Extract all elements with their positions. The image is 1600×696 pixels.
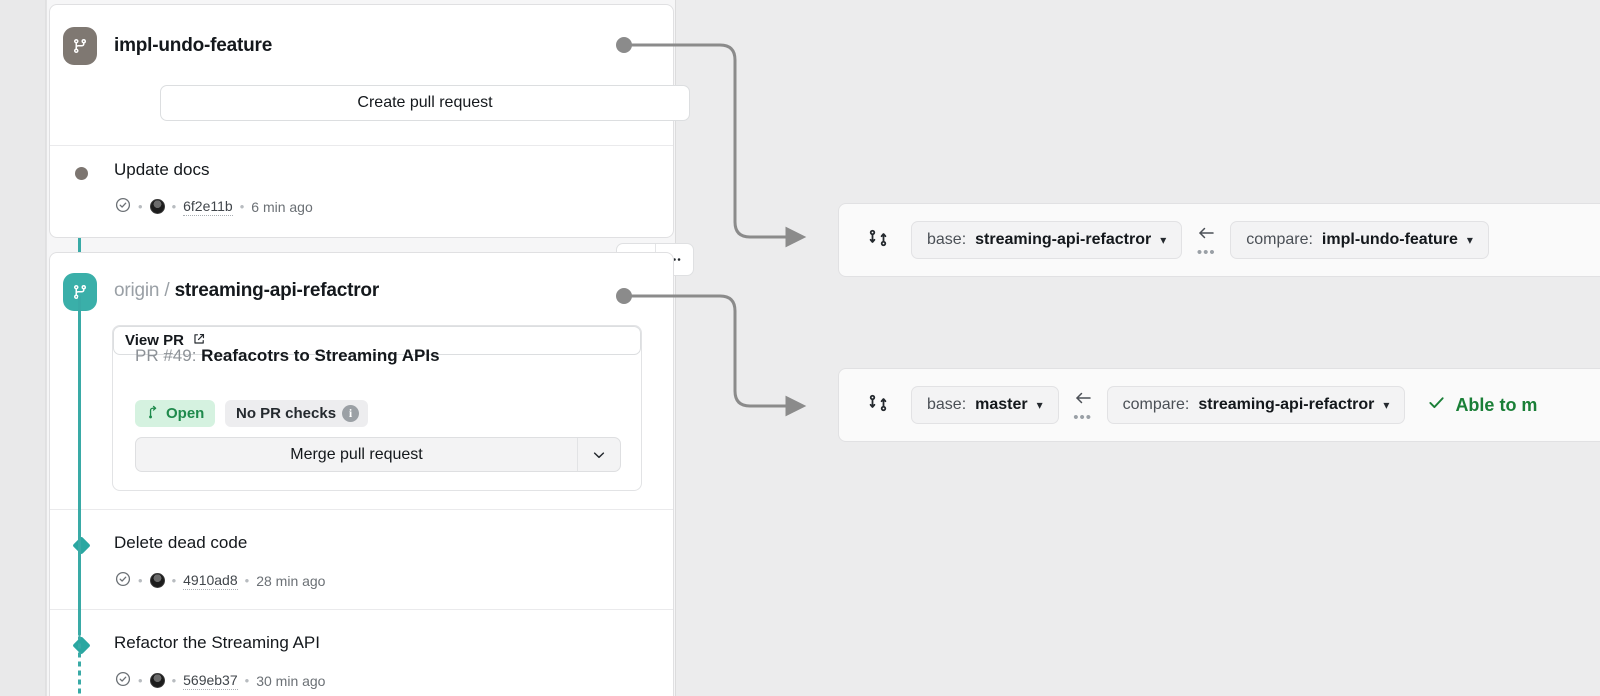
branch-remote-label: origin — [114, 280, 160, 301]
commit-title[interactable]: Update docs — [114, 160, 210, 179]
commit-sha[interactable]: 569eb37 — [183, 671, 238, 690]
view-pr-button[interactable]: View PR — [113, 326, 641, 355]
commit-sha[interactable]: 6f2e11b — [183, 197, 233, 216]
arrow-left-icon — [1195, 223, 1217, 248]
merge-pull-request-button-group: Merge pull request — [135, 437, 621, 472]
compare-branch-value: impl-undo-feature — [1321, 231, 1458, 248]
status-badge-open: Open — [135, 400, 216, 427]
base-branch-dropdown[interactable]: base: streaming-api-refactror ▾ — [911, 221, 1183, 259]
status-badge-checks-label: No PR checks — [236, 405, 337, 422]
commit-title[interactable]: Delete dead code — [114, 533, 248, 552]
branch-rail-continues — [78, 636, 81, 696]
base-branch-dropdown[interactable]: base: master ▾ — [911, 386, 1059, 424]
commit-title[interactable]: Refactor the Streaming API — [114, 633, 320, 652]
merge-pull-request-button[interactable]: Merge pull request — [290, 445, 423, 463]
branch-card-local: impl-undo-feature Create pull request Up… — [49, 4, 690, 238]
divider — [50, 609, 673, 610]
meta-separator: • — [171, 673, 177, 688]
direction-dots: ••• — [1196, 244, 1216, 261]
panel-gutter — [0, 0, 46, 696]
direction-dots: ••• — [1073, 409, 1093, 426]
compare-branch-dropdown[interactable]: compare: impl-undo-feature ▾ — [1230, 221, 1489, 259]
compare-canvas — [677, 0, 1600, 696]
branch-name-origin[interactable]: origin / streaming-api-refactror — [114, 280, 379, 302]
divider — [50, 145, 673, 146]
check-circle-icon — [115, 671, 131, 690]
base-prefix: base: — [927, 396, 967, 413]
direction-indicator: ••• — [1182, 223, 1230, 261]
avatar — [149, 573, 165, 588]
direction-indicator: ••• — [1059, 388, 1107, 426]
commit-meta: • • 569eb37 • 30 min ago — [115, 671, 325, 690]
branch-card-origin: origin / streaming-api-refactror PR #49:… — [49, 252, 674, 696]
status-badge-label: Open — [166, 405, 205, 422]
commit-meta: • • 6f2e11b • 6 min ago — [115, 197, 313, 216]
commit-node-marker — [75, 167, 88, 180]
info-icon[interactable]: i — [342, 405, 360, 422]
branch-list-panel: impl-undo-feature Create pull request Up… — [46, 0, 694, 696]
chevron-down-icon[interactable] — [577, 438, 620, 471]
status-badge-checks: No PR checks i — [225, 400, 369, 427]
pull-request-box: PR #49: Reafacotrs to Streaming APIs Ope… — [112, 325, 642, 491]
pr-open-icon — [146, 405, 160, 423]
compare-prefix: compare: — [1122, 396, 1190, 413]
branch-rail-origin — [78, 296, 81, 636]
meta-separator: • — [138, 199, 143, 214]
compare-prefix: compare: — [1246, 231, 1313, 248]
compare-branch-value: streaming-api-refactror — [1198, 396, 1375, 413]
base-branch-value: master — [975, 396, 1028, 413]
chevron-down-icon: ▾ — [1160, 233, 1167, 247]
create-pull-request-button[interactable]: Create pull request — [160, 85, 690, 121]
pr-heading[interactable]: PR #49: Reafacotrs to Streaming APIs — [135, 346, 440, 366]
git-compare-icon — [867, 392, 889, 419]
pr-number: PR #49: — [135, 346, 197, 365]
branch-remote-separator: / — [164, 280, 170, 301]
commit-time: 30 min ago — [256, 672, 326, 689]
commit-time: 28 min ago — [256, 572, 326, 589]
compare-bar: base: master ▾ ••• compare: streaming-ap… — [838, 368, 1600, 442]
merge-status-label: Able to m — [1455, 394, 1538, 415]
pr-title: Reafacotrs to Streaming APIs — [201, 346, 440, 365]
commit-meta: • • 4910ad8 • 28 min ago — [115, 571, 325, 590]
meta-separator: • — [239, 199, 245, 214]
check-circle-icon — [115, 571, 131, 590]
meta-separator: • — [244, 573, 250, 588]
chevron-down-icon: ▾ — [1036, 398, 1043, 412]
commit-sha[interactable]: 4910ad8 — [183, 571, 238, 590]
meta-separator: • — [138, 673, 143, 688]
meta-separator: • — [171, 573, 177, 588]
git-compare-icon — [867, 227, 889, 254]
commit-node-marker — [72, 536, 91, 555]
open-external-icon — [192, 332, 206, 350]
chevron-down-icon: ▾ — [1466, 233, 1473, 247]
branch-name-local[interactable]: impl-undo-feature — [114, 35, 273, 56]
meta-separator: • — [138, 573, 143, 588]
check-icon — [1427, 393, 1446, 417]
meta-separator: • — [171, 199, 177, 214]
check-circle-icon — [115, 197, 131, 216]
view-pr-label: View PR — [125, 332, 184, 349]
base-prefix: base: — [927, 231, 967, 248]
branch-name-text: streaming-api-refactror — [174, 280, 380, 301]
base-branch-value: streaming-api-refactror — [975, 231, 1152, 248]
chevron-down-icon: ▾ — [1383, 398, 1390, 412]
merge-status: Able to m — [1427, 393, 1537, 417]
meta-separator: • — [244, 673, 250, 688]
compare-bar: base: streaming-api-refactror ▾ ••• comp… — [838, 203, 1600, 277]
compare-branch-dropdown[interactable]: compare: streaming-api-refactror ▾ — [1106, 386, 1406, 424]
commit-time: 6 min ago — [251, 198, 313, 215]
git-branch-icon — [63, 27, 97, 65]
git-branch-icon — [63, 273, 97, 311]
commit-node-marker — [72, 636, 91, 655]
avatar — [149, 673, 165, 688]
divider — [50, 509, 673, 510]
avatar — [149, 199, 165, 214]
arrow-left-icon — [1072, 388, 1094, 413]
